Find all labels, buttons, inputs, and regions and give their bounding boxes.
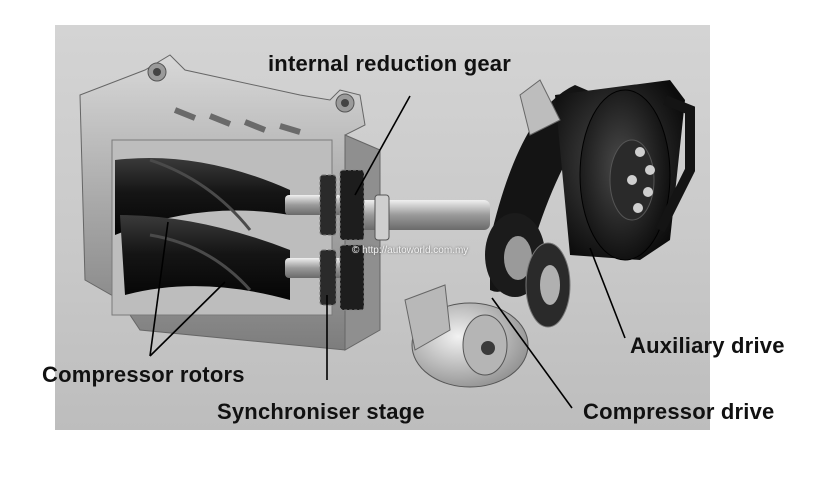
label-compressor-rotors: Compressor rotors [42, 362, 245, 387]
leader-line-compressor-rotor-1 [149, 221, 169, 357]
label-internal-reduction-gear: internal reduction gear [268, 51, 511, 76]
leader-line-compressor-rotor-2 [149, 281, 226, 357]
leader-lines [149, 95, 626, 409]
leader-line-auxiliary-drive [589, 247, 626, 339]
label-compressor-drive: Compressor drive [583, 399, 775, 424]
gear-set [319, 169, 390, 311]
compressor-rotors-shape [115, 158, 290, 300]
label-auxiliary-drive: Auxiliary drive [630, 333, 785, 358]
label-synchroniser-stage: Synchroniser stage [217, 399, 425, 424]
watermark-text: © http://autoworld.com.my [352, 245, 469, 256]
leader-line-internal-reduction-gear [354, 95, 411, 196]
belt-drive [485, 79, 695, 328]
leader-line-compressor-drive [491, 297, 573, 409]
tensioner-unit [404, 284, 529, 388]
